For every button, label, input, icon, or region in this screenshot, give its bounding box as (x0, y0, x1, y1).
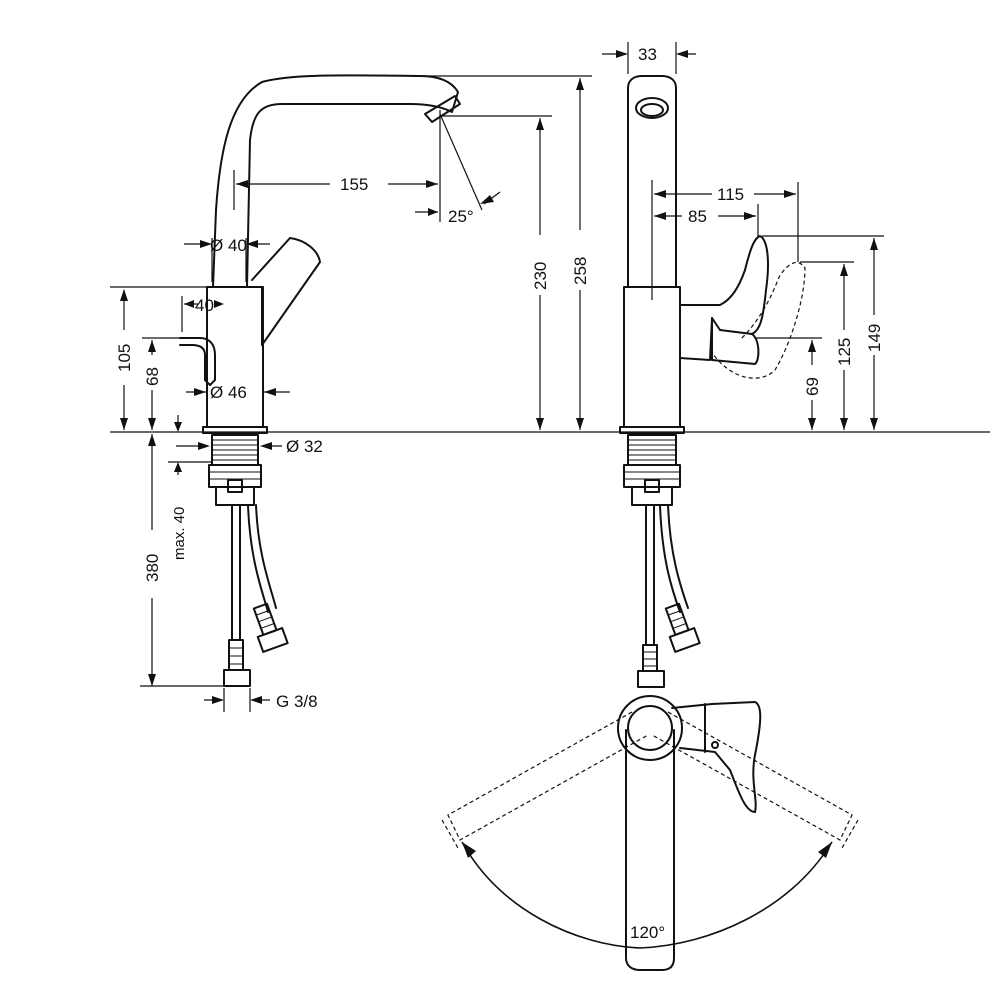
top-lever (671, 701, 762, 813)
side-spout (627, 75, 677, 288)
dim-shank-diameter: Ø 32 (286, 437, 323, 456)
top-spout (625, 729, 675, 971)
front-hose-1 (231, 504, 241, 641)
dim-thread: G 3/8 (276, 692, 318, 711)
front-lever (251, 237, 321, 346)
dim-max-deck: max. 40 (171, 507, 188, 560)
dim-height-125: 125 (835, 338, 854, 366)
side-view (619, 75, 806, 688)
front-fixing (215, 486, 255, 506)
side-hose-fitting-2 (664, 602, 701, 653)
dim-lever-115: 115 (717, 185, 744, 204)
front-spout (212, 74, 459, 288)
top-body-outer (617, 695, 683, 761)
front-hose-fitting-1 (223, 639, 251, 687)
side-aerator (635, 97, 669, 119)
dim-height-69: 69 (803, 377, 822, 396)
dim-height-68: 68 (143, 367, 162, 386)
front-dimensions: 155 25° Ø 40 40 Ø 46 105 (110, 75, 592, 712)
dim-spout-reach: 155 (340, 175, 368, 194)
dim-spout-diameter: Ø 40 (210, 236, 247, 255)
dim-hose-length: 380 (143, 554, 162, 582)
front-aerator (424, 95, 461, 123)
dim-lever-85: 85 (688, 207, 707, 226)
side-lever-dashed (709, 261, 806, 379)
front-hose-2 (247, 504, 277, 613)
side-lever (679, 235, 769, 361)
top-swivel-arc (461, 841, 833, 949)
dim-height-230: 230 (531, 262, 550, 290)
side-body (623, 286, 681, 428)
top-view (441, 695, 859, 971)
top-body-inner (627, 705, 673, 751)
top-spout-dashed-left (447, 711, 649, 841)
front-thread-hatch (212, 439, 258, 461)
dim-body-top: 40 (195, 296, 214, 315)
side-base (619, 426, 685, 434)
dim-height-258: 258 (571, 257, 590, 285)
side-hose-fitting-1 (637, 644, 665, 688)
dim-swivel-angle: 120° (630, 923, 665, 942)
side-dimensions: 33 115 85 149 125 69 (602, 42, 884, 430)
dim-height-149: 149 (865, 324, 884, 352)
dim-body-diameter: Ø 46 (210, 383, 247, 402)
front-view (110, 74, 990, 687)
side-nut (623, 464, 681, 488)
front-nut (208, 464, 262, 488)
side-hose-1 (645, 504, 655, 646)
top-spout-dashed-right (651, 711, 853, 841)
front-handle-profile (179, 337, 216, 386)
front-base (202, 426, 268, 434)
dim-spout-angle: 25° (448, 207, 474, 226)
side-hose-2 (659, 504, 689, 613)
front-hose-fitting-2 (252, 602, 289, 653)
dim-side-width: 33 (638, 45, 657, 64)
dim-height-105: 105 (115, 344, 134, 372)
